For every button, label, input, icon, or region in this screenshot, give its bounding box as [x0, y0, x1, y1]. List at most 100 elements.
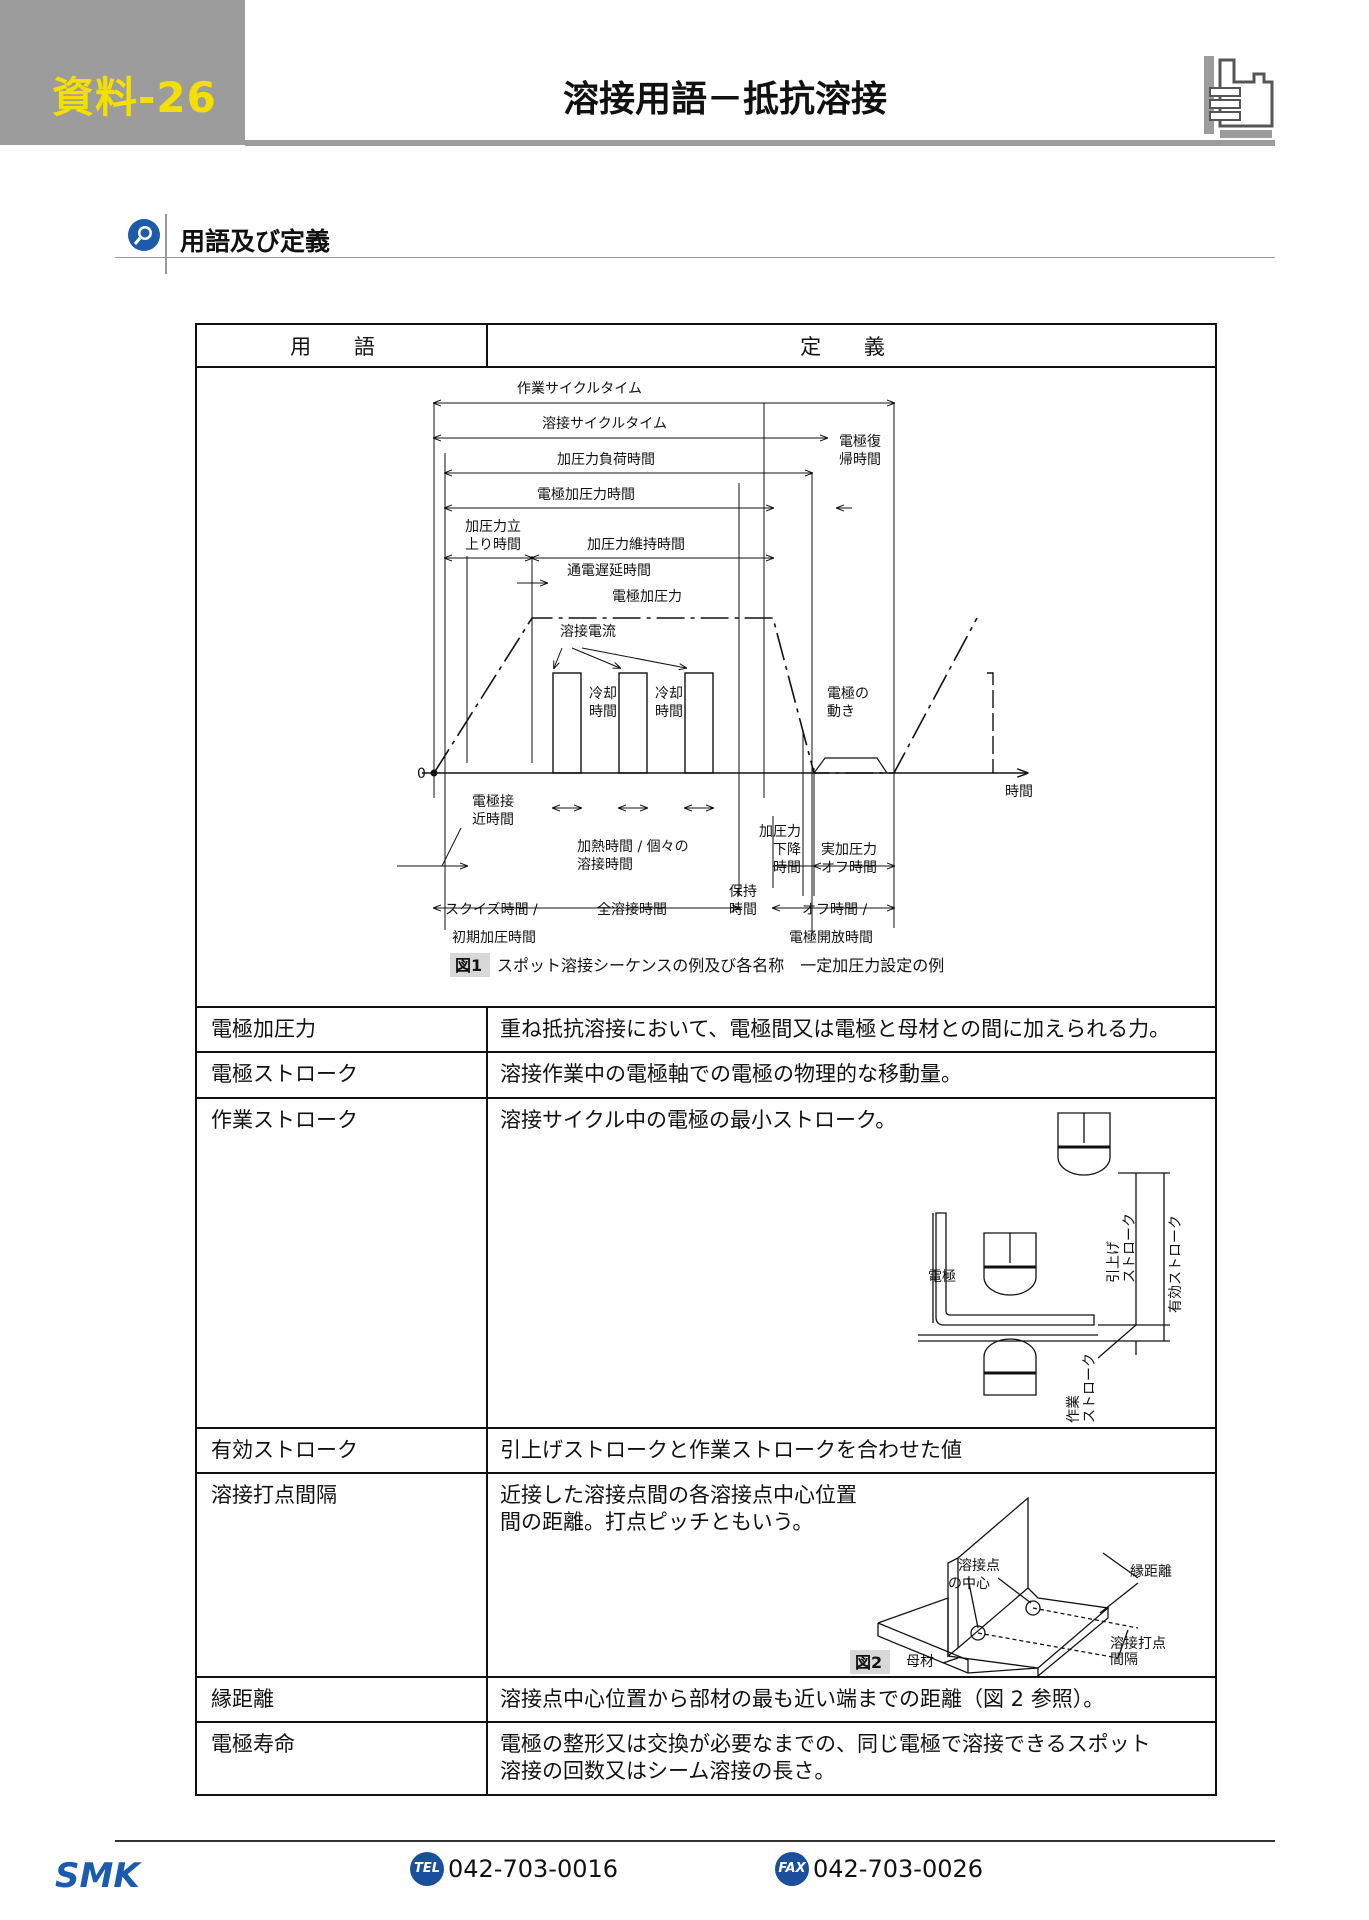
- definition-cell-work-stroke: 溶接サイクル中の電極の最小ストローク。: [486, 1096, 1217, 1429]
- figure1-tag: 図1: [455, 956, 482, 975]
- label-electrode-force: 電極加圧力: [612, 589, 682, 605]
- definition-cell: 溶接作業中の電極軸での電極の物理的な移動量。: [486, 1051, 1217, 1099]
- definition-text-line2: 間の距離。打点ピッチともいう。: [500, 1510, 814, 1535]
- label-squeeze-1: スクイズ時間 /: [445, 902, 538, 918]
- table-row: 電極ストローク 溶接作業中の電極軸での電極の物理的な移動量。: [195, 1051, 1217, 1099]
- label-weld-cycle: 溶接サイクルタイム: [542, 415, 667, 432]
- table-row: 電極加圧力 重ね抵抗溶接において、電極間又は電極と母材との間に加えられる力。: [195, 1005, 1217, 1054]
- label-edge: 縁距離: [1130, 1563, 1172, 1580]
- label-offtime-1: オフ時間 /: [802, 902, 867, 918]
- label-cool-a-1: 冷却: [589, 686, 617, 702]
- section-title: 用語及び定義: [180, 227, 331, 256]
- table-row: 有効ストローク 引上げストロークと作業ストロークを合わせた値: [195, 1426, 1217, 1474]
- section-divider: [165, 214, 167, 274]
- figure1-row: 作業サイクルタイム 溶接サイクルタイム 加圧力負荷時間 電極加圧力時間 電極復 …: [195, 366, 1217, 1008]
- label-weld-current: 溶接電流: [560, 623, 616, 640]
- label-approach-1: 電極接: [472, 793, 514, 810]
- label-fall-3: 時間: [773, 860, 801, 876]
- terms-table: 用 語 定 義: [195, 323, 1217, 1796]
- label-fall-1: 加圧力: [759, 824, 801, 840]
- table-row: 溶接打点間隔 近接した溶接点間の各溶接点中心位置 間の距離。打点ピッチともいう。: [195, 1471, 1217, 1678]
- tel-icon: TEL: [410, 1852, 444, 1886]
- figure2-tag: 図2: [855, 1653, 882, 1672]
- label-total-weld: 全溶接時間: [597, 901, 667, 918]
- stroke-figure: 電極 引上げ ストローク 有効ストローク 作業 ストローク: [918, 1111, 1184, 1423]
- definition-cell-life: 電極の整形又は交換が必要なまでの、同じ電極で溶接できるスポット 溶接の回数又はシ…: [486, 1721, 1217, 1796]
- label-electrode-force-time: 電極加圧力時間: [537, 487, 635, 503]
- figure2-weld-pitch: 溶接点 の中心 縁距離 溶接打点 間隔 母材 図2: [850, 1496, 1172, 1677]
- label-load-time: 加圧力負荷時間: [557, 452, 655, 468]
- label-lift-stroke-2: ストローク: [1122, 1213, 1138, 1283]
- hand-pointer-icon: [1204, 56, 1274, 138]
- figure1-cell: 作業サイクルタイム 溶接サイクルタイム 加圧力負荷時間 電極加圧力時間 電極復 …: [195, 366, 1217, 1008]
- label-rise-2: 上り時間: [465, 537, 521, 553]
- label-lift-stroke-1: 引上げ: [1106, 1241, 1122, 1283]
- term-cell: 電極加圧力: [195, 1005, 488, 1054]
- label-squeeze-2: 初期加圧時間: [452, 929, 536, 946]
- label-heat-1: 加熱時間 / 個々の: [577, 839, 689, 855]
- header-tab-label: 資料-26: [52, 73, 217, 122]
- company-logo: SMK: [55, 1856, 142, 1895]
- label-hold-time: 加圧力維持時間: [587, 537, 685, 553]
- term-cell: 有効ストローク: [195, 1426, 488, 1474]
- label-offtime-2: 電極開放時間: [789, 930, 873, 946]
- label-cool-a-2: 時間: [589, 704, 617, 720]
- term-cell: 溶接打点間隔: [195, 1471, 488, 1678]
- label-work-stroke-2: ストローク: [1082, 1353, 1098, 1423]
- fax-number: 042-703-0026: [813, 1855, 984, 1883]
- figure1-caption: スポット溶接シーケンスの例及び各名称 一定加圧力設定の例: [497, 956, 944, 975]
- label-return-2: 帰時間: [839, 451, 881, 468]
- section-rule: [115, 257, 1275, 258]
- page-title: 溶接用語－抵抗溶接: [562, 79, 887, 120]
- label-off-2: オフ時間: [821, 860, 877, 876]
- label-base: 母材: [906, 1654, 934, 1670]
- term-cell: 電極寿命: [195, 1721, 488, 1796]
- label-rise-1: 加圧力立: [465, 519, 521, 535]
- svg-text:SMK: SMK: [55, 1856, 142, 1895]
- label-center-1: 溶接点: [958, 1557, 1000, 1574]
- column-header-term: 用 語: [195, 323, 488, 368]
- definition-text-line2: 溶接の回数又はシーム溶接の長さ。: [500, 1759, 836, 1784]
- term-cell: 電極ストローク: [195, 1051, 488, 1099]
- label-keep-2: 時間: [729, 902, 757, 918]
- header-tab: 資料-26: [0, 0, 245, 145]
- label-effective-stroke: 有効ストローク: [1168, 1215, 1184, 1313]
- label-time: 時間: [1005, 784, 1033, 800]
- label-motion-1: 電極の: [827, 686, 869, 702]
- definition-text: 電極の整形又は交換が必要なまでの、同じ電極で溶接できるスポット: [500, 1732, 1151, 1757]
- fax-icon: FAX: [775, 1852, 809, 1886]
- label-fall-2: 下降: [773, 842, 801, 858]
- tel-number: 042-703-0016: [448, 1855, 619, 1883]
- column-header-definition: 定 義: [486, 323, 1217, 368]
- section-heading: 用語及び定義: [115, 214, 1275, 274]
- header-rule: [245, 140, 1275, 146]
- label-keep-1: 保持: [729, 884, 757, 900]
- table-row: 縁距離 溶接点中心位置から部材の最も近い端までの距離（図 2 参照）。: [195, 1675, 1217, 1724]
- label-approach-2: 近時間: [472, 812, 514, 828]
- label-electrode: 電極: [928, 1269, 956, 1285]
- definition-cell: 引上げストロークと作業ストロークを合わせた値: [486, 1426, 1217, 1474]
- label-cool-b-1: 冷却: [655, 686, 683, 702]
- definition-cell: 重ね抵抗溶接において、電極間又は電極と母材との間に加えられる力。: [486, 1005, 1217, 1054]
- term-cell: 縁距離: [195, 1675, 488, 1724]
- table-row: 電極寿命 電極の整形又は交換が必要なまでの、同じ電極で溶接できるスポット 溶接の…: [195, 1721, 1217, 1796]
- term-cell: 作業ストローク: [195, 1096, 488, 1429]
- label-cool-b-2: 時間: [655, 704, 683, 720]
- label-work-stroke-1: 作業: [1066, 1395, 1082, 1423]
- label-center-2: の中心: [948, 1576, 990, 1592]
- footer-rule: [115, 1840, 1275, 1842]
- label-return-1: 電極復: [839, 433, 881, 450]
- table-row: 作業ストローク 溶接サイクル中の電極の最小ストローク。: [195, 1096, 1217, 1429]
- label-pitch-2: 間隔: [1110, 1652, 1138, 1668]
- label-zero: 0: [417, 766, 426, 782]
- label-off-1: 実加圧力: [821, 842, 877, 858]
- label-work-cycle: 作業サイクルタイム: [517, 381, 642, 397]
- definition-cell-pitch: 近接した溶接点間の各溶接点中心位置 間の距離。打点ピッチともいう。: [486, 1471, 1217, 1678]
- label-heat-2: 溶接時間: [577, 856, 633, 873]
- figure1-sequence-diagram: 作業サイクルタイム 溶接サイクルタイム 加圧力負荷時間 電極加圧力時間 電極復 …: [397, 381, 1033, 977]
- label-delay: 通電遅延時間: [567, 563, 651, 579]
- definition-text: 溶接サイクル中の電極の最小ストローク。: [500, 1107, 897, 1132]
- label-motion-2: 動き: [827, 704, 855, 720]
